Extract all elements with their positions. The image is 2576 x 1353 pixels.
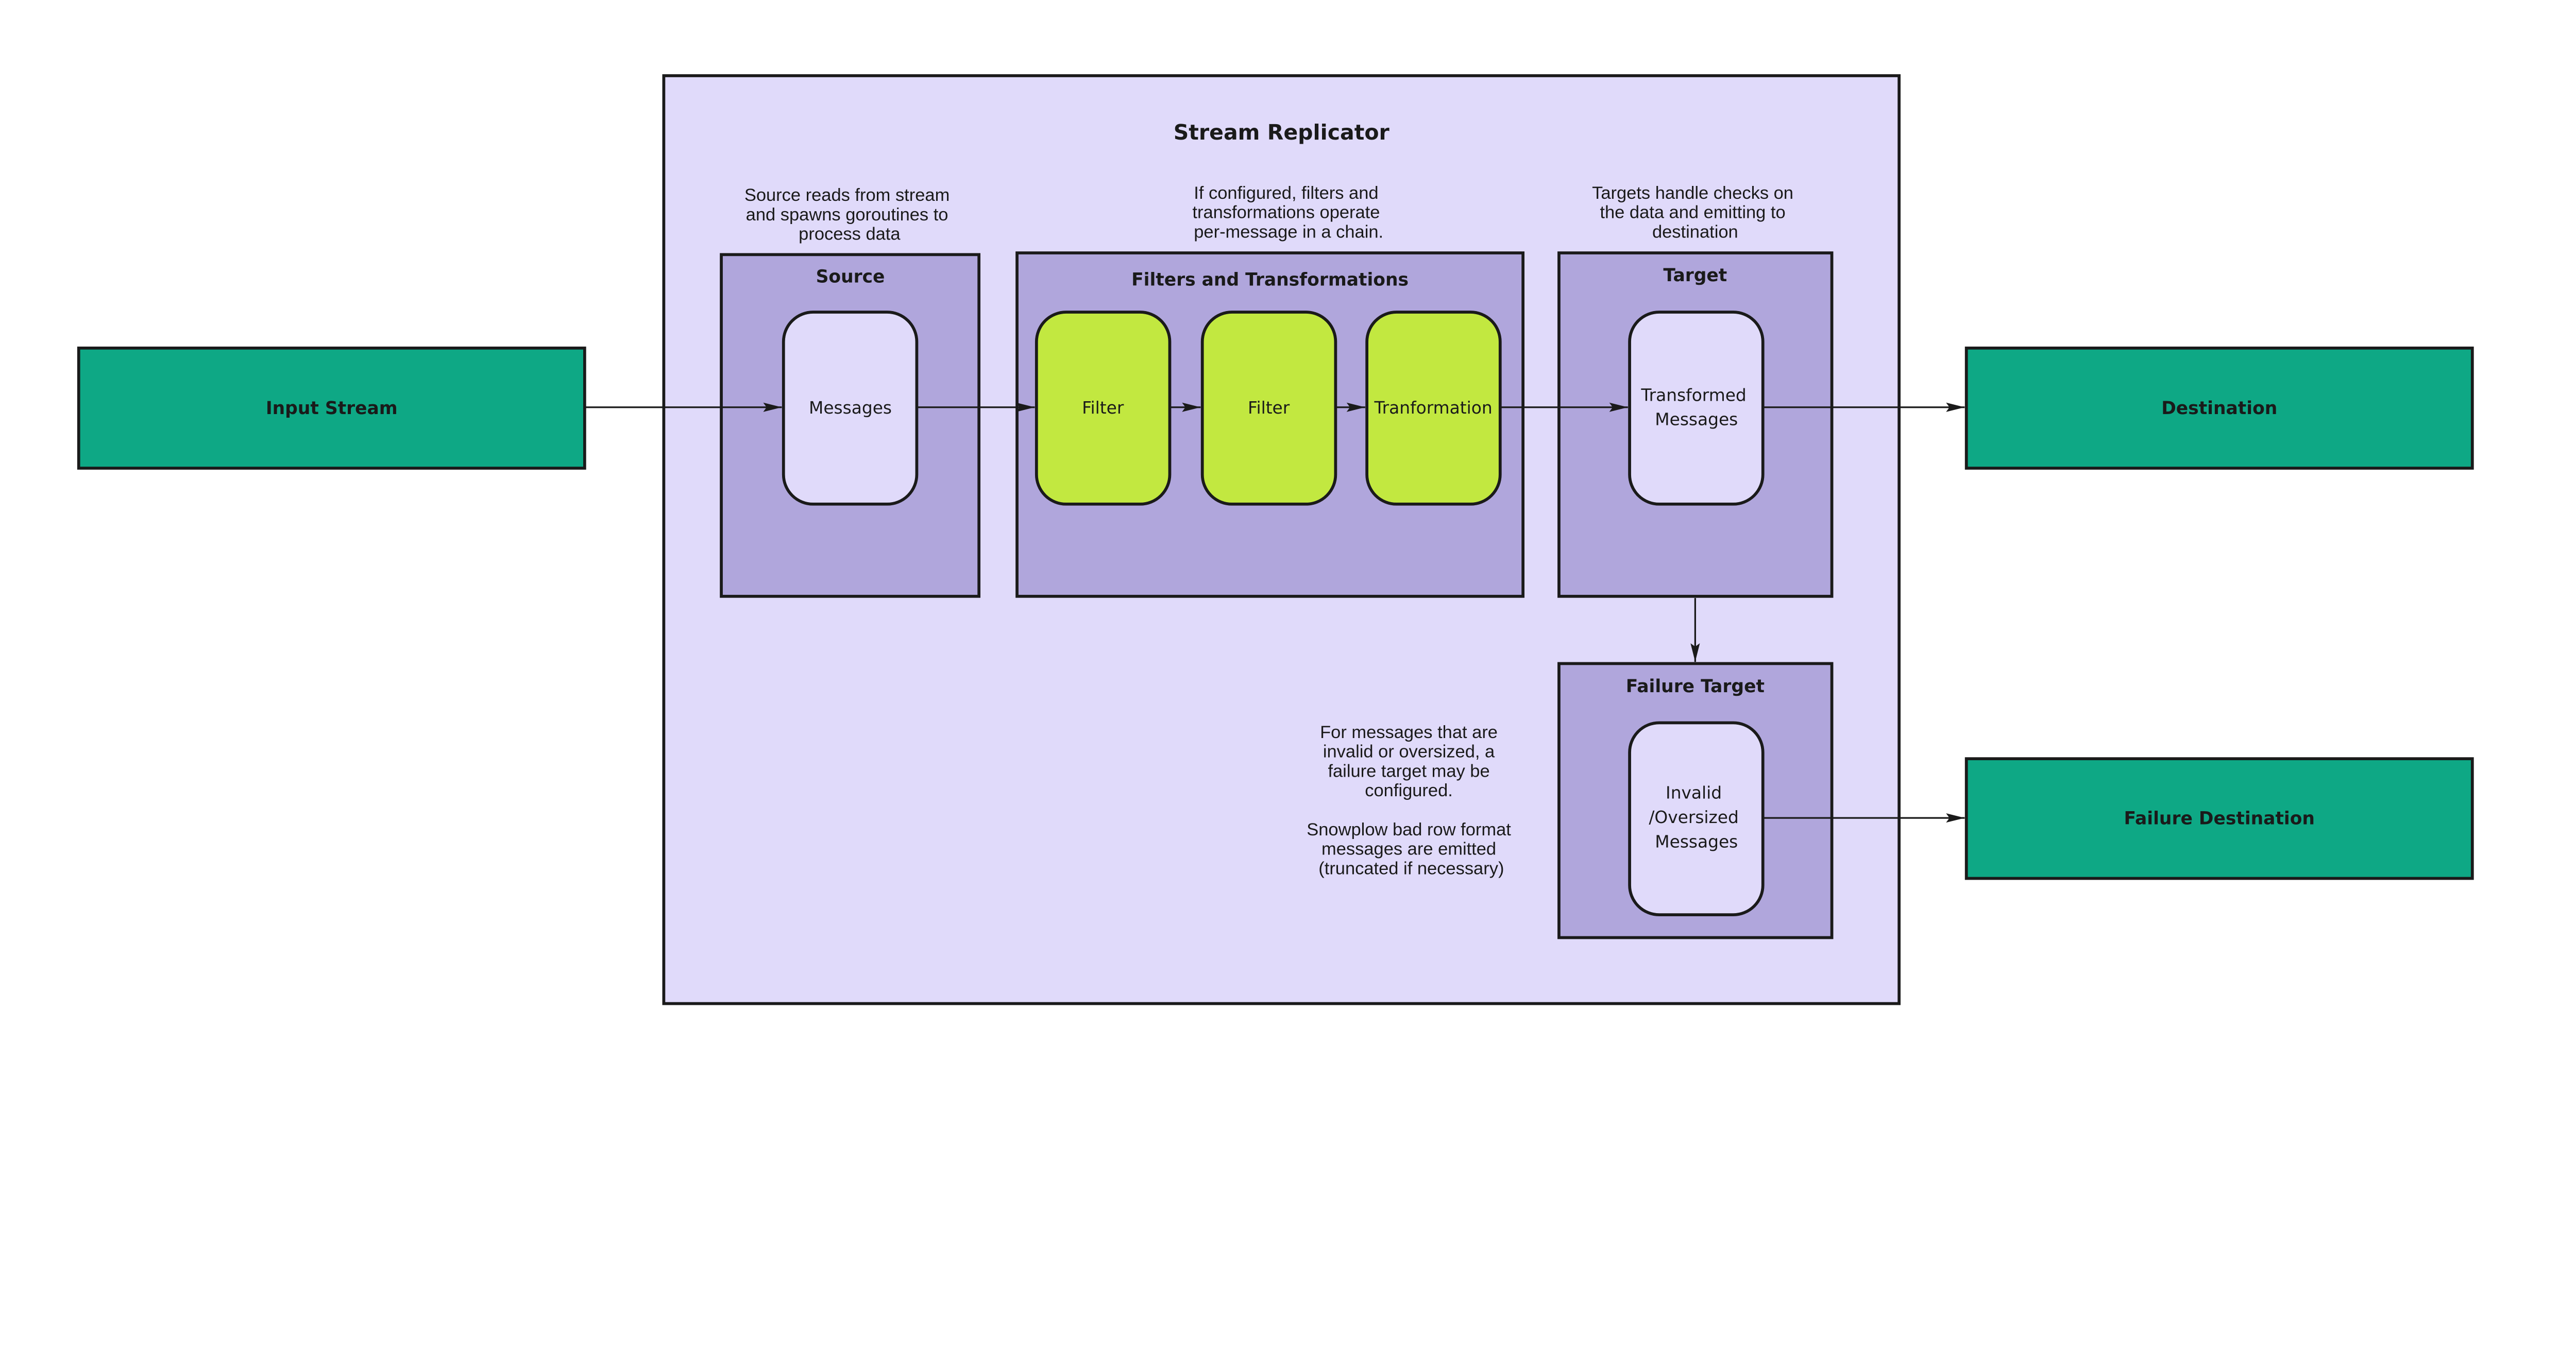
failure-destination-label: Failure Destination [2124, 808, 2315, 829]
failure-target-stage: Failure Target Invalid /Oversized Messag… [1557, 662, 1834, 939]
transformation-label: Tranformation [1374, 398, 1492, 418]
source-note: Source reads from stream and spawns goro… [744, 185, 955, 244]
stream-replicator-diagram: Stream Replicator Input Stream Destinati… [77, 74, 2474, 1005]
messages-label: Messages [809, 398, 892, 418]
target-title: Target [1663, 265, 1727, 286]
filters-title: Filters and Transformations [1131, 269, 1409, 290]
source-title: Source [816, 267, 885, 287]
transformed-messages-node [1628, 311, 1765, 506]
filter-label-2: Filter [1248, 398, 1290, 418]
invalid-messages-node [1628, 721, 1765, 917]
replicator-title: Stream Replicator [1174, 120, 1390, 145]
source-stage: Source Messages [720, 253, 981, 598]
filters-stage: Filters and Transformations Filter Filte… [1015, 251, 1525, 598]
transformation-node [1365, 311, 1502, 506]
filters-note: If configured, filters and transformatio… [1192, 183, 1385, 242]
filter-node-2 [1200, 311, 1337, 506]
failure-target-note: For messages that are invalid or oversiz… [1307, 723, 1516, 878]
invalid-messages-label: Invalid /Oversized Messages [1649, 783, 1744, 851]
messages-node [782, 311, 919, 506]
transformed-messages-label: Transformed Messages [1640, 385, 1752, 429]
failure-destination-node: Failure Destination [1964, 757, 2474, 880]
target-note: Targets handle checks on the data and em… [1592, 183, 1798, 242]
target-stage: Target Transformed Messages [1557, 251, 1834, 598]
failure-target-title: Failure Target [1626, 676, 1765, 697]
input-stream-node: Input Stream [77, 346, 586, 470]
destination-node: Destination [1964, 346, 2474, 470]
destination-label: Destination [2161, 398, 2277, 419]
filter-node-1 [1035, 311, 1172, 506]
input-stream-label: Input Stream [266, 398, 398, 419]
filter-label-1: Filter [1082, 398, 1124, 418]
